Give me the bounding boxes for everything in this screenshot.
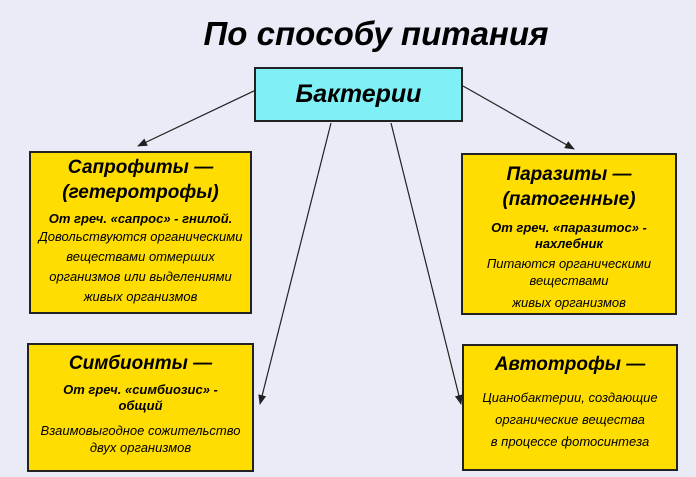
node-desc: живых организмов — [83, 289, 198, 304]
node-parasites: Паразиты — (патогенные) От греч. «парази… — [461, 153, 677, 315]
node-symbionts: Симбионты — От греч. «симбиозис» - общий… — [27, 343, 254, 472]
node-origin: От греч. «сапрос» - гнилой. — [48, 211, 233, 226]
node-desc: веществами — [529, 273, 609, 288]
center-node-label: Бактерии — [295, 80, 422, 108]
arrow-to-parasites — [462, 85, 575, 150]
node-desc: Цианобактерии, создающие — [482, 390, 658, 405]
page-title: По способу питания — [203, 15, 549, 52]
node-desc: Довольствуются органическими — [38, 229, 243, 244]
node-desc: Взаимовыгодное сожительство — [40, 423, 241, 438]
node-origin: От греч. «симбиозис» - — [63, 382, 218, 397]
center-node-bacteria: Бактерии — [254, 67, 463, 122]
arrow-to-symbionts — [258, 122, 332, 405]
node-origin: нахлебник — [534, 236, 604, 251]
node-heading: Автотрофы — — [494, 354, 646, 375]
node-heading: (гетеротрофы) — [62, 182, 219, 203]
node-desc: двух организмов — [89, 440, 192, 455]
node-heading: (патогенные) — [502, 189, 636, 210]
node-desc: органические вещества — [495, 412, 645, 427]
arrow-to-autotrophs — [390, 122, 463, 405]
node-desc: веществами отмерших — [66, 249, 215, 264]
node-desc: живых организмов — [512, 295, 626, 310]
node-autotrophs: Автотрофы — Цианобактерии, создающие орг… — [462, 344, 678, 471]
node-saprophytes: Сапрофиты — (гетеротрофы) От греч. «сапр… — [29, 151, 252, 314]
node-heading: Паразиты — — [506, 164, 632, 185]
node-heading: Симбионты — — [68, 353, 213, 374]
node-desc: организмов или выделениями — [49, 269, 232, 284]
node-desc: в процессе фотосинтеза — [490, 434, 650, 449]
node-desc: Питаются органическими — [486, 256, 652, 271]
node-origin: общий — [118, 398, 163, 413]
node-heading: Сапрофиты — — [67, 157, 214, 178]
node-origin: От греч. «паразитос» - — [491, 220, 647, 235]
arrow-to-saprophytes — [137, 89, 257, 147]
